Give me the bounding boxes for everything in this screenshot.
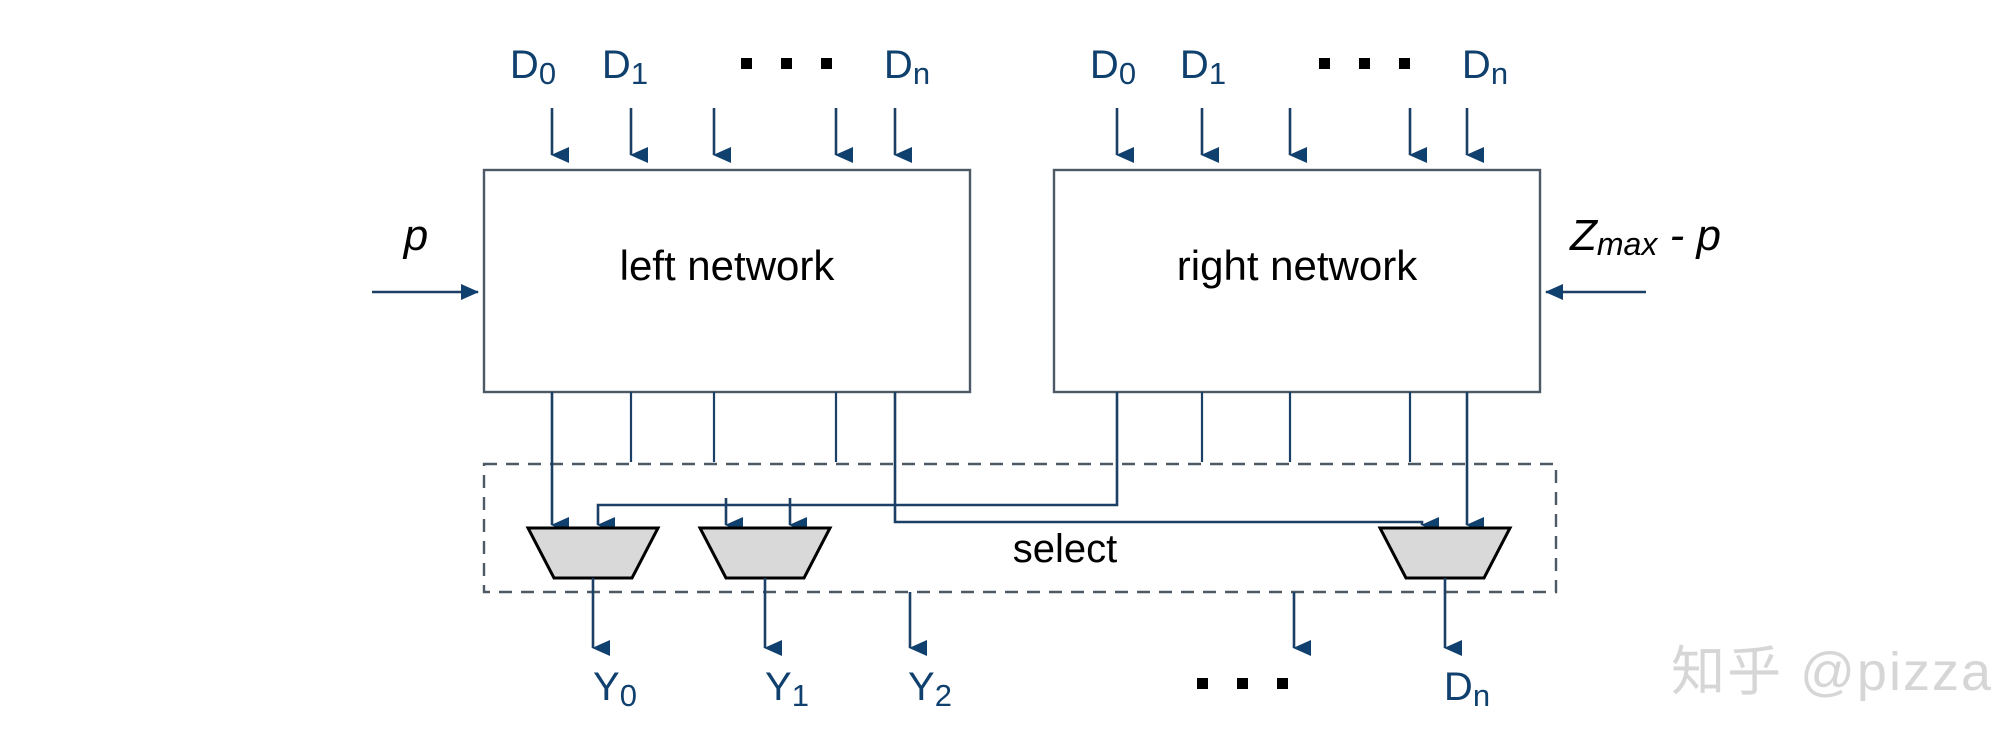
routing-right-to-mux0 — [596, 392, 1119, 533]
input-label-right-d1: D1 — [1180, 43, 1226, 91]
right-top-input-labels: D0 D1 Dn — [1090, 43, 1508, 91]
input-label-left-dn: Dn — [884, 43, 930, 91]
right-network-box[interactable] — [1052, 168, 1542, 394]
left-top-input-labels: D0 D1 Dn — [510, 43, 930, 91]
multiplexer-n[interactable] — [1377, 526, 1513, 580]
routing-left-to-muxn — [893, 392, 1439, 533]
watermark-text: 知乎 @pizza — [1671, 642, 1993, 702]
left-control-label: p — [402, 211, 428, 260]
left-network-label: left network — [620, 242, 836, 289]
input-label-right-d0: D0 — [1090, 43, 1136, 91]
multiplexer-group — [525, 526, 1513, 580]
select-region-label: select — [1013, 527, 1118, 571]
left-control-input: p — [372, 211, 479, 300]
input-label-right-dn: Dn — [1462, 43, 1508, 91]
right-top-ellipsis — [1319, 58, 1410, 69]
right-control-label: Zmax - p — [1569, 211, 1721, 262]
right-control-input: Zmax - p — [1545, 211, 1721, 300]
left-network-box[interactable] — [482, 168, 972, 394]
output-labels: Y0 Y1 Y2 Dn — [593, 665, 1490, 713]
right-top-input-arrows — [1115, 108, 1484, 163]
select-region[interactable]: select — [482, 462, 1558, 594]
left-network-output-stubs — [629, 392, 838, 462]
input-label-left-d0: D0 — [510, 43, 556, 91]
right-network-block[interactable]: right network — [1052, 168, 1542, 394]
output-label-dn: Dn — [1444, 665, 1490, 713]
input-label-left-d1: D1 — [602, 43, 648, 91]
output-label-y2: Y2 — [908, 665, 952, 713]
multiplexer-1[interactable] — [697, 526, 833, 580]
output-label-y0: Y0 — [593, 665, 637, 713]
left-top-input-arrows — [550, 108, 912, 163]
output-label-y1: Y1 — [765, 665, 809, 713]
mux1-input-arrows — [724, 498, 807, 533]
left-network-block[interactable]: left network — [482, 168, 972, 394]
left-top-ellipsis — [741, 58, 832, 69]
routing-left-outn-to-muxn — [893, 392, 1439, 533]
multiplexer-0[interactable] — [525, 526, 661, 580]
right-network-label: right network — [1177, 242, 1418, 289]
routing-right-out0-to-mux0 — [596, 392, 1119, 533]
bottom-ellipsis — [1197, 678, 1288, 689]
output-arrows — [591, 578, 1462, 656]
select-region-box[interactable] — [482, 462, 1558, 594]
right-network-output-stubs — [1200, 392, 1412, 462]
